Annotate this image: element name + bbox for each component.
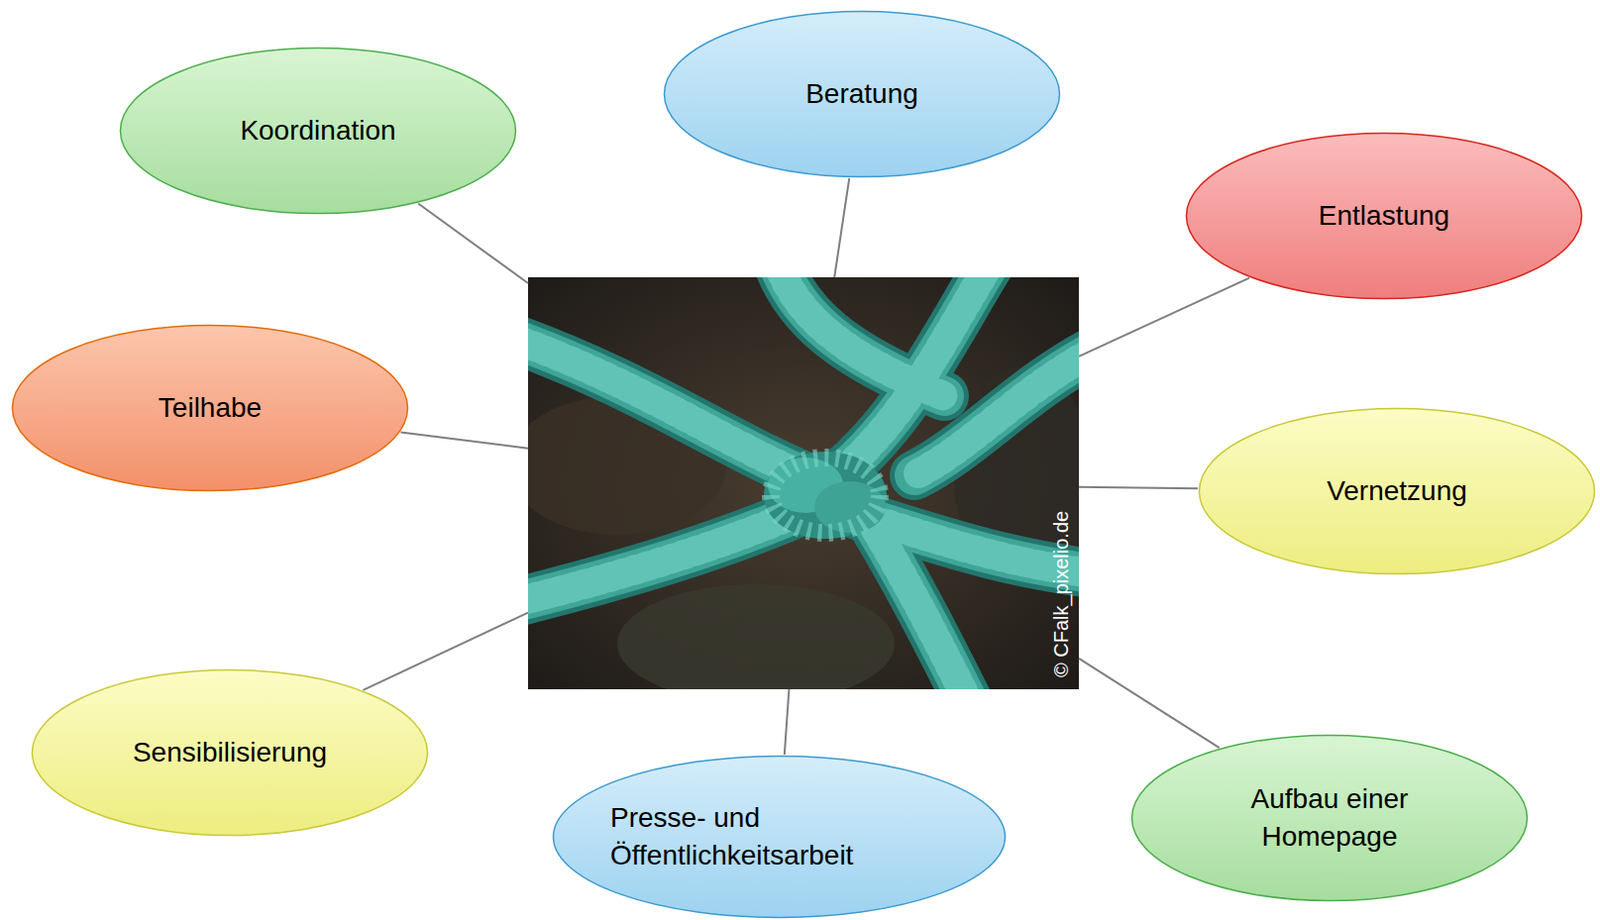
ellipse-shape	[32, 670, 428, 837]
connector-line	[1078, 658, 1220, 748]
ellipse-shape	[1186, 133, 1583, 300]
connector-line	[401, 431, 529, 448]
topic-ellipse: Entlastung	[1184, 131, 1584, 301]
ellipse-shape	[664, 11, 1061, 178]
topic-label: Vernetzung	[1326, 472, 1468, 511]
ellipse-outline	[551, 754, 1007, 920]
topic-ellipse: Teilhabe	[10, 323, 410, 493]
ellipse-shape	[12, 325, 409, 492]
ellipse-shape	[1132, 736, 1528, 902]
connector-line	[1078, 487, 1198, 490]
rope-photo	[528, 277, 1079, 690]
connector-line	[784, 689, 790, 755]
topic-label: Presse- und Öffentlichkeitsarbeit	[610, 799, 908, 875]
ellipse-shape	[1199, 409, 1596, 575]
topic-ellipse: Koordination	[118, 46, 518, 215]
topic-ellipse: Vernetzung	[1197, 407, 1597, 576]
topic-ellipse: Sensibilisierung	[30, 668, 429, 838]
topic-ellipse: Presse- und Öffentlichkeitsarbeit	[551, 754, 1007, 920]
connector-line	[1078, 278, 1250, 357]
watermark: © CFalk_pixelio.de	[1050, 511, 1073, 678]
topic-label: Beratung	[805, 75, 919, 113]
connector-line	[834, 178, 850, 278]
topic-ellipse: Beratung	[662, 9, 1062, 179]
ellipse-shape	[120, 48, 517, 214]
topic-label: Aufbau einer Homepage	[1223, 780, 1437, 856]
topic-label: Teilhabe	[158, 389, 262, 427]
topic-label: Koordination	[239, 111, 396, 150]
ellipse-outline	[1130, 734, 1529, 903]
topic-ellipse: Aufbau einer Homepage	[1130, 734, 1529, 903]
photo-frame: © CFalk_pixelio.de	[528, 277, 1079, 690]
connector-line	[362, 613, 529, 691]
topic-label: Sensibilisierung	[132, 734, 327, 772]
ellipse-shape	[552, 756, 1005, 919]
topic-label: Entlastung	[1318, 197, 1450, 235]
connector-line	[418, 203, 529, 284]
